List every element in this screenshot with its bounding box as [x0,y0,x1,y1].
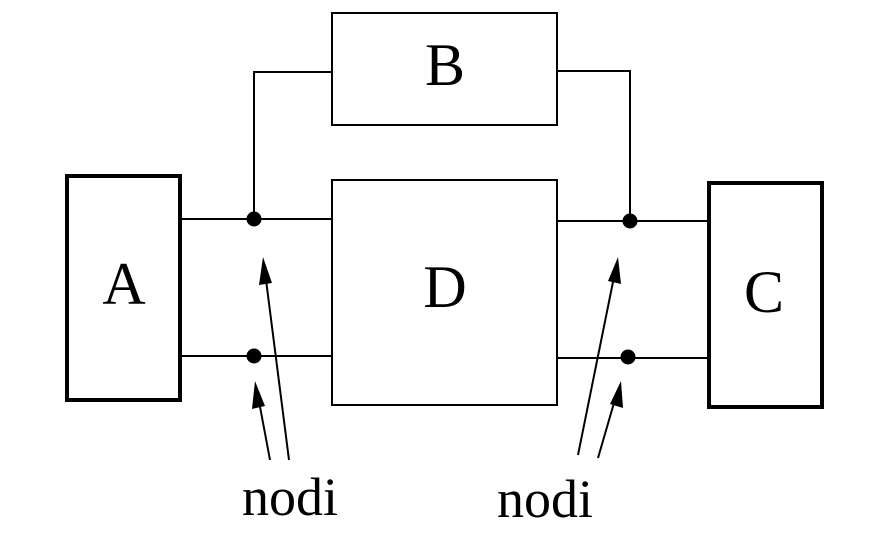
arrow-left-top-head [259,257,272,285]
wire-b-left [253,71,332,219]
block-c-box [707,181,824,409]
arrow-left-top-shaft [264,271,290,461]
block-c-label: C [744,259,784,325]
block-b-label: B [425,32,465,98]
wire-b-right [557,70,631,221]
caption-nodi-right: nodi [497,469,593,529]
block-a: A [65,174,182,402]
pointer-arrows [252,257,623,461]
caption-nodi-left: nodi [242,467,338,527]
node-right-bottom [620,349,636,365]
arrow-right-top-head [608,257,621,284]
arrow-right-bottom-head [610,381,623,408]
block-b: B [331,12,558,126]
node-left-top [246,211,262,227]
block-b-box [331,12,558,126]
arrow-right-top-shaft [577,271,616,456]
node-left-bottom [246,348,262,364]
block-a-box [65,174,182,402]
block-d-box [331,179,558,406]
nodes [246,211,638,365]
node-right-top [622,213,638,229]
block-d-label: D [423,254,466,320]
block-d: D [331,179,558,406]
block-c: C [707,181,824,409]
block-a-label: A [102,251,145,317]
arrow-left-bottom-head [252,381,265,409]
arrow-right-bottom-shaft [597,395,617,459]
